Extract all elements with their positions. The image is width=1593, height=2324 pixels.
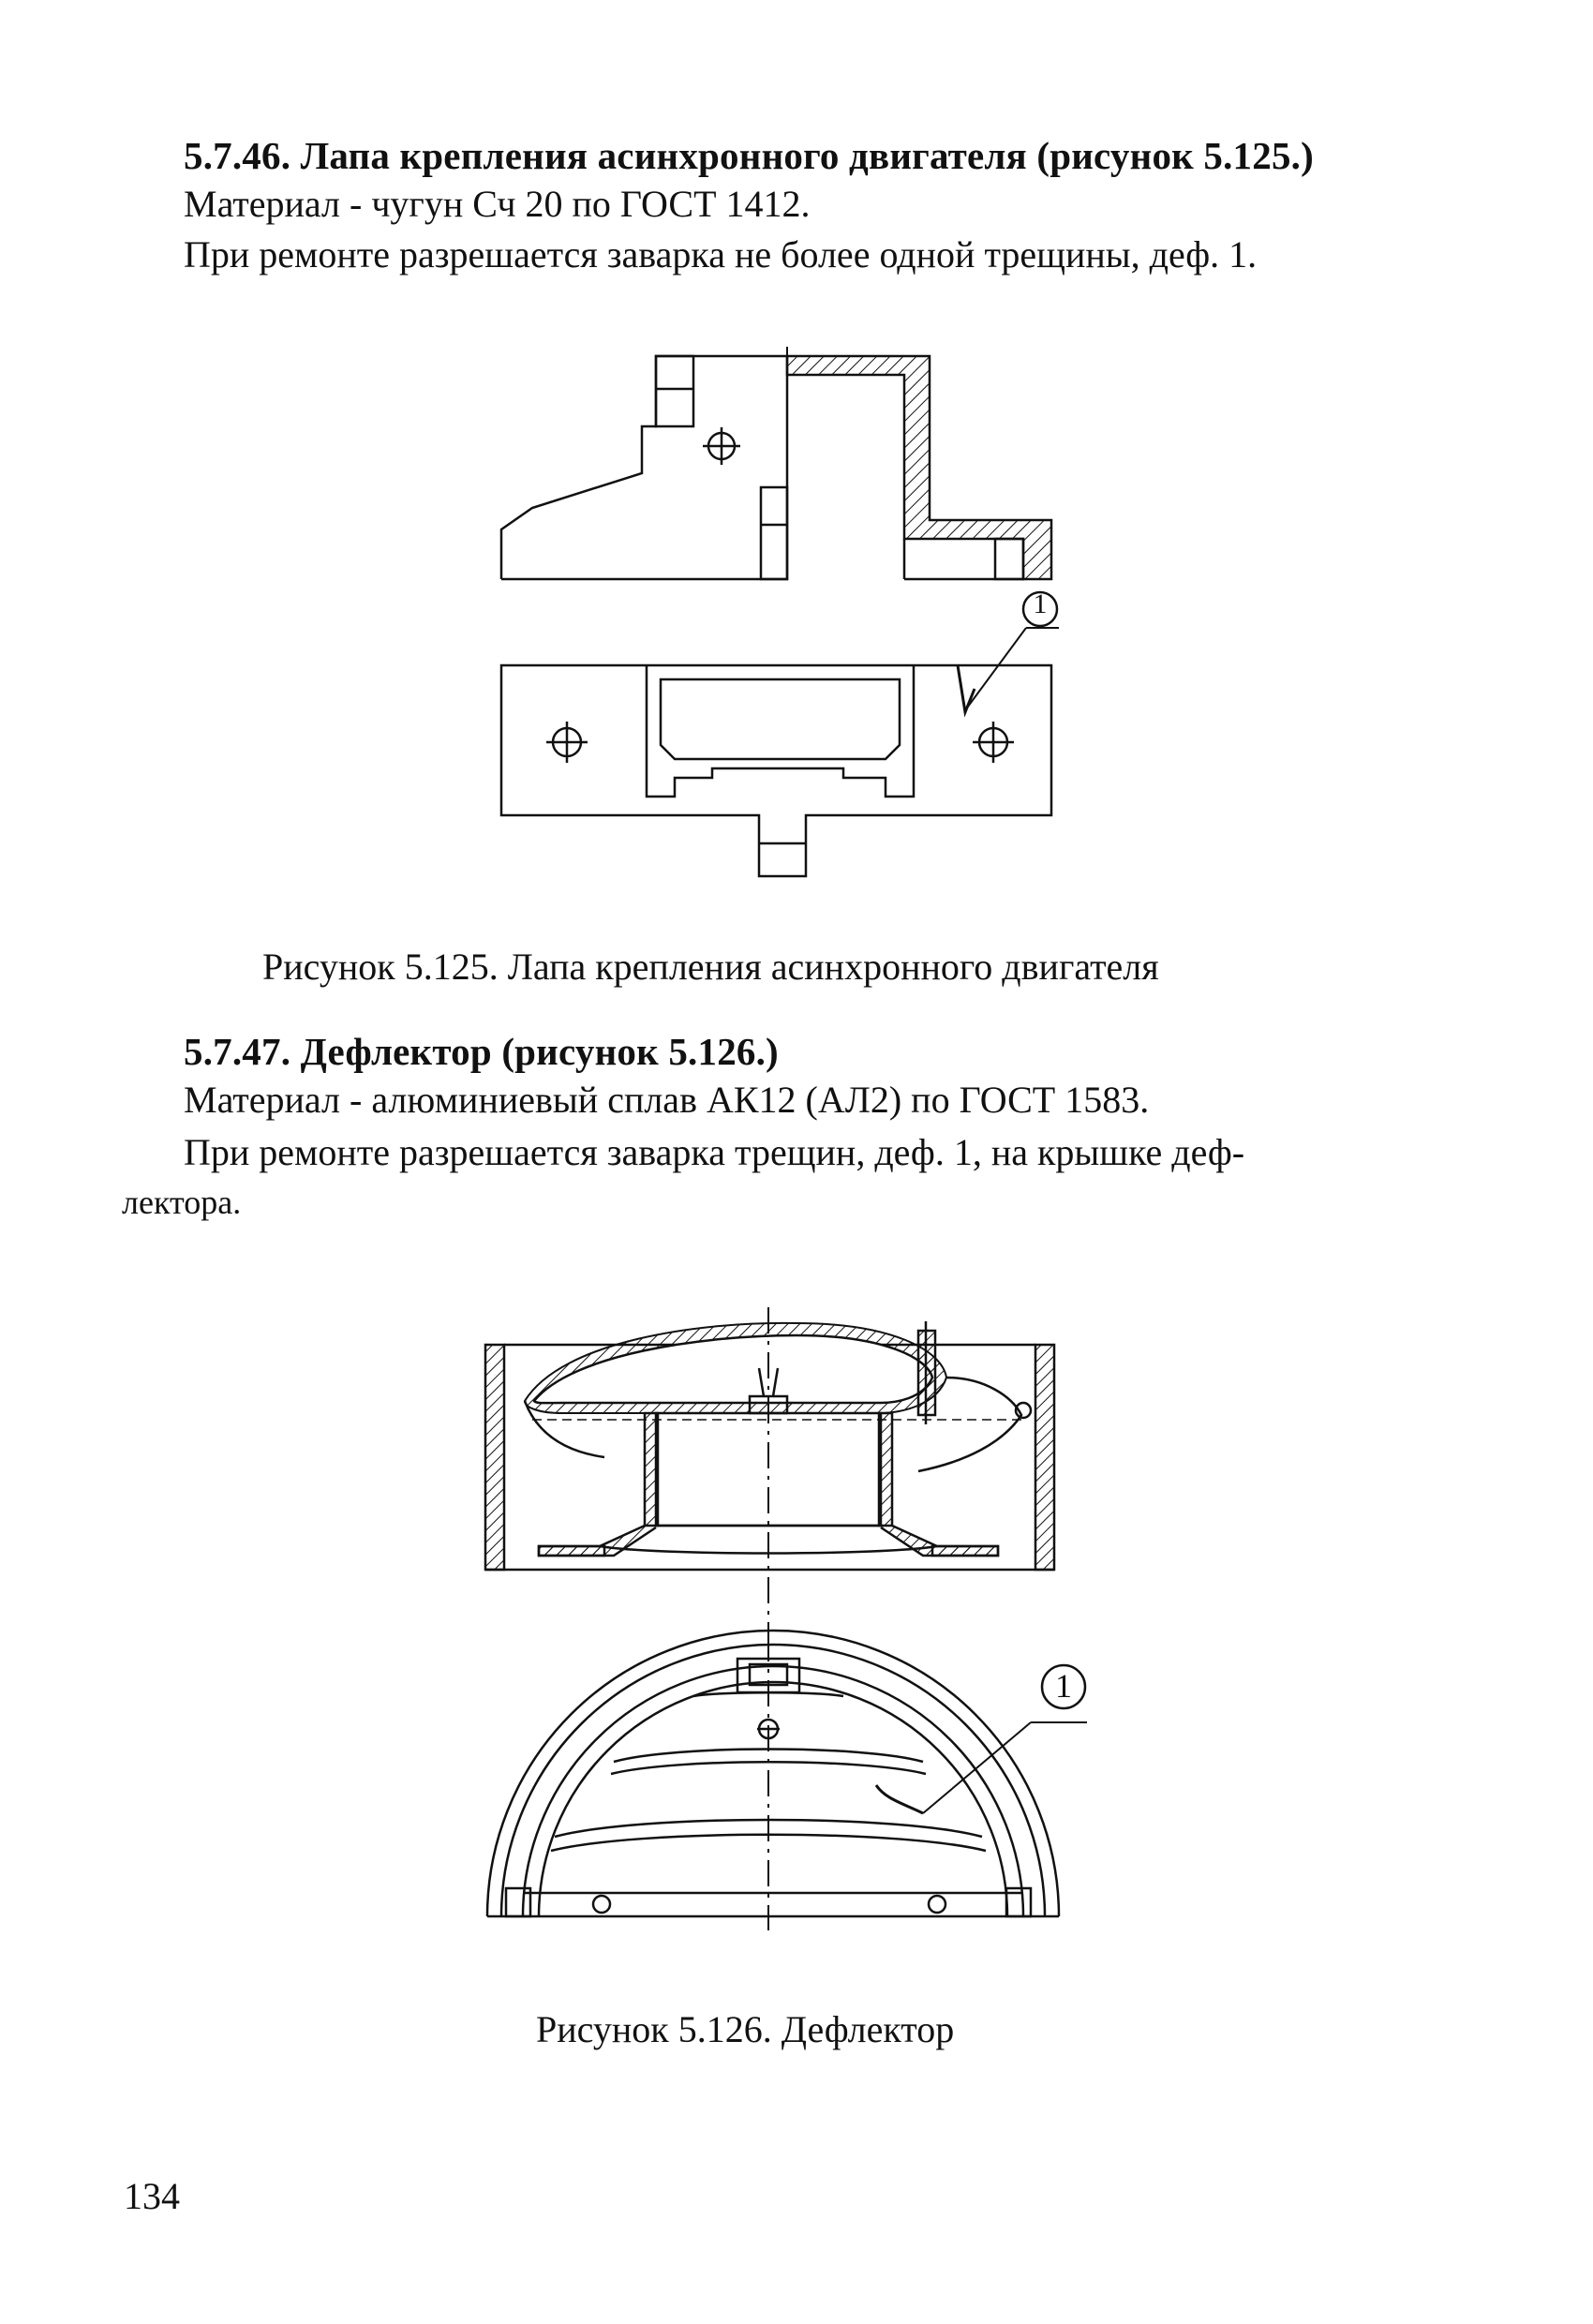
page-number: 134: [124, 2175, 180, 2217]
figure-caption-5-126: Рисунок 5.126. Дефлектор: [536, 2008, 955, 2050]
deflector-section-view: [485, 1321, 1054, 1570]
repair-text-5-7-47-line1: При ремонте разрешается заварка трещин, …: [184, 1131, 1245, 1173]
callout-number-5-125: 1: [1033, 588, 1048, 619]
repair-text-5-7-46: При ремонте разрешается заварка не более…: [184, 233, 1258, 276]
section-heading-5-7-46: 5.7.46. Лапа крепления асинхронного двиг…: [184, 134, 1314, 177]
material-text-5-7-46: Материал - чугун Сч 20 по ГОСТ 1412.: [184, 183, 811, 225]
callout-circle-5-126: [1042, 1665, 1085, 1708]
callout-number-5-126: 1: [1055, 1667, 1072, 1705]
material-text-5-7-47: Материал - алюминиевый сплав АК12 (АЛ2) …: [184, 1079, 1150, 1121]
figure-caption-5-125: Рисунок 5.125. Лапа крепления асинхронно…: [262, 946, 1159, 988]
callout-circle-5-125: [1023, 592, 1057, 626]
repair-text-5-7-47-line2: лектора.: [122, 1184, 242, 1221]
section-heading-5-7-47: 5.7.47. Дефлектор (рисунок 5.126.): [184, 1030, 779, 1073]
plan-view-foot: [501, 628, 1059, 876]
deflector-plan-view: [487, 1631, 1087, 1916]
side-view-hatched-section: [787, 356, 1051, 579]
